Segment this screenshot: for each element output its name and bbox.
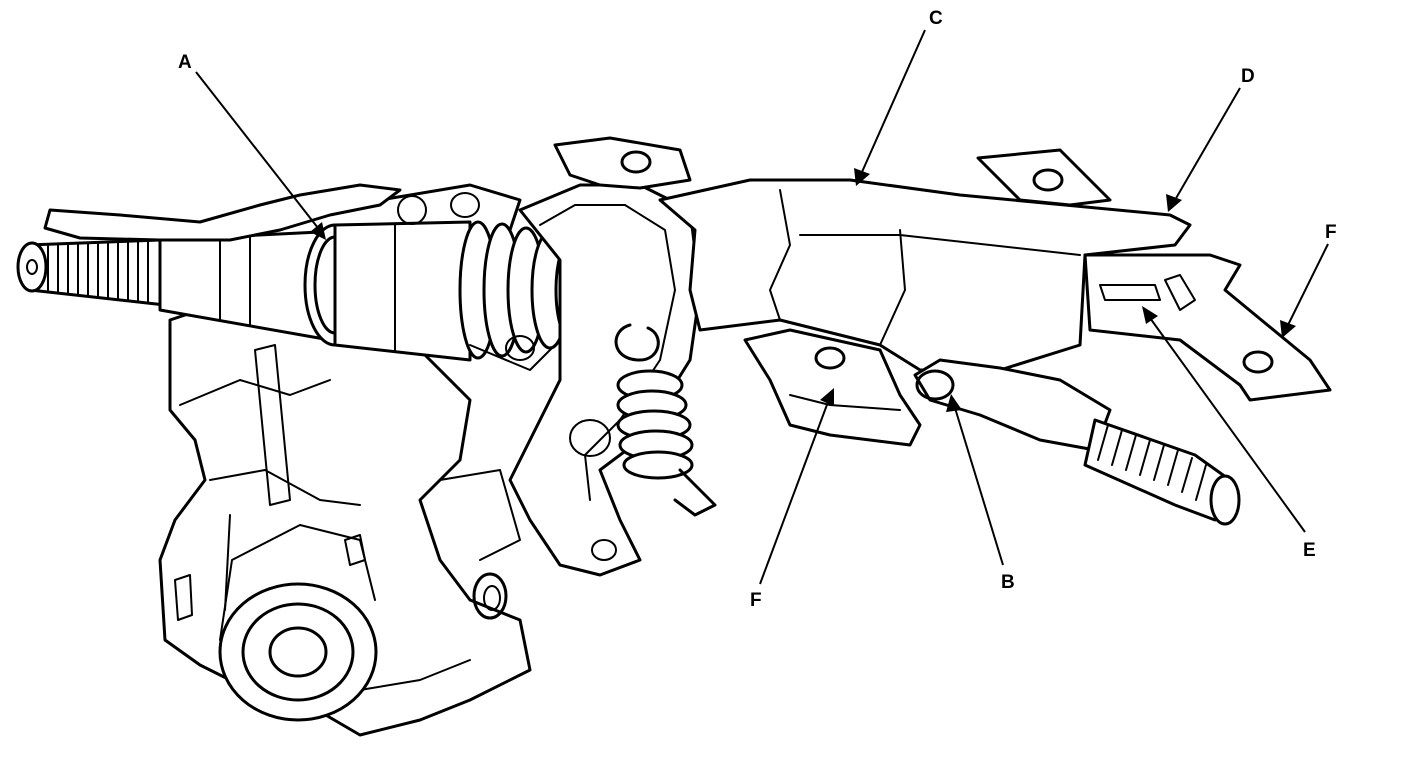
- tilt-lever: [43, 183, 402, 242]
- leader-a: [195, 71, 319, 229]
- callout-label-f-left: F: [750, 590, 762, 611]
- callout-label-a: A: [178, 52, 192, 73]
- arrowhead-b: [946, 394, 962, 412]
- leader-e: [1149, 317, 1306, 533]
- arrowhead-c: [854, 168, 870, 186]
- arrowhead-e: [1142, 306, 1158, 324]
- callout-label-f-right: F: [1325, 222, 1337, 243]
- arrowhead-d: [1166, 194, 1182, 212]
- column-bracket-body: [508, 136, 1332, 577]
- key-cylinder: [218, 524, 378, 722]
- steering-shaft-upper: [16, 183, 594, 371]
- leader-f-right: [1287, 243, 1329, 326]
- leader-d: [1174, 87, 1241, 201]
- leader-lines: [195, 29, 1329, 585]
- callout-label-c: C: [929, 8, 943, 29]
- callout-label-b: B: [1001, 572, 1015, 593]
- callout-labels: A C D F E B F: [178, 8, 1337, 611]
- steering-shaft-lower: [913, 358, 1241, 526]
- leader-b: [954, 407, 1004, 566]
- callout-label-d: D: [1241, 66, 1255, 87]
- leader-c: [861, 29, 926, 173]
- callout-label-e: E: [1303, 540, 1316, 561]
- arrowhead-f-left: [820, 388, 834, 406]
- arrowhead-a: [310, 222, 326, 240]
- arrowhead-f-right: [1280, 320, 1296, 338]
- leader-f-left: [759, 401, 829, 585]
- tilt-spring: [614, 323, 717, 517]
